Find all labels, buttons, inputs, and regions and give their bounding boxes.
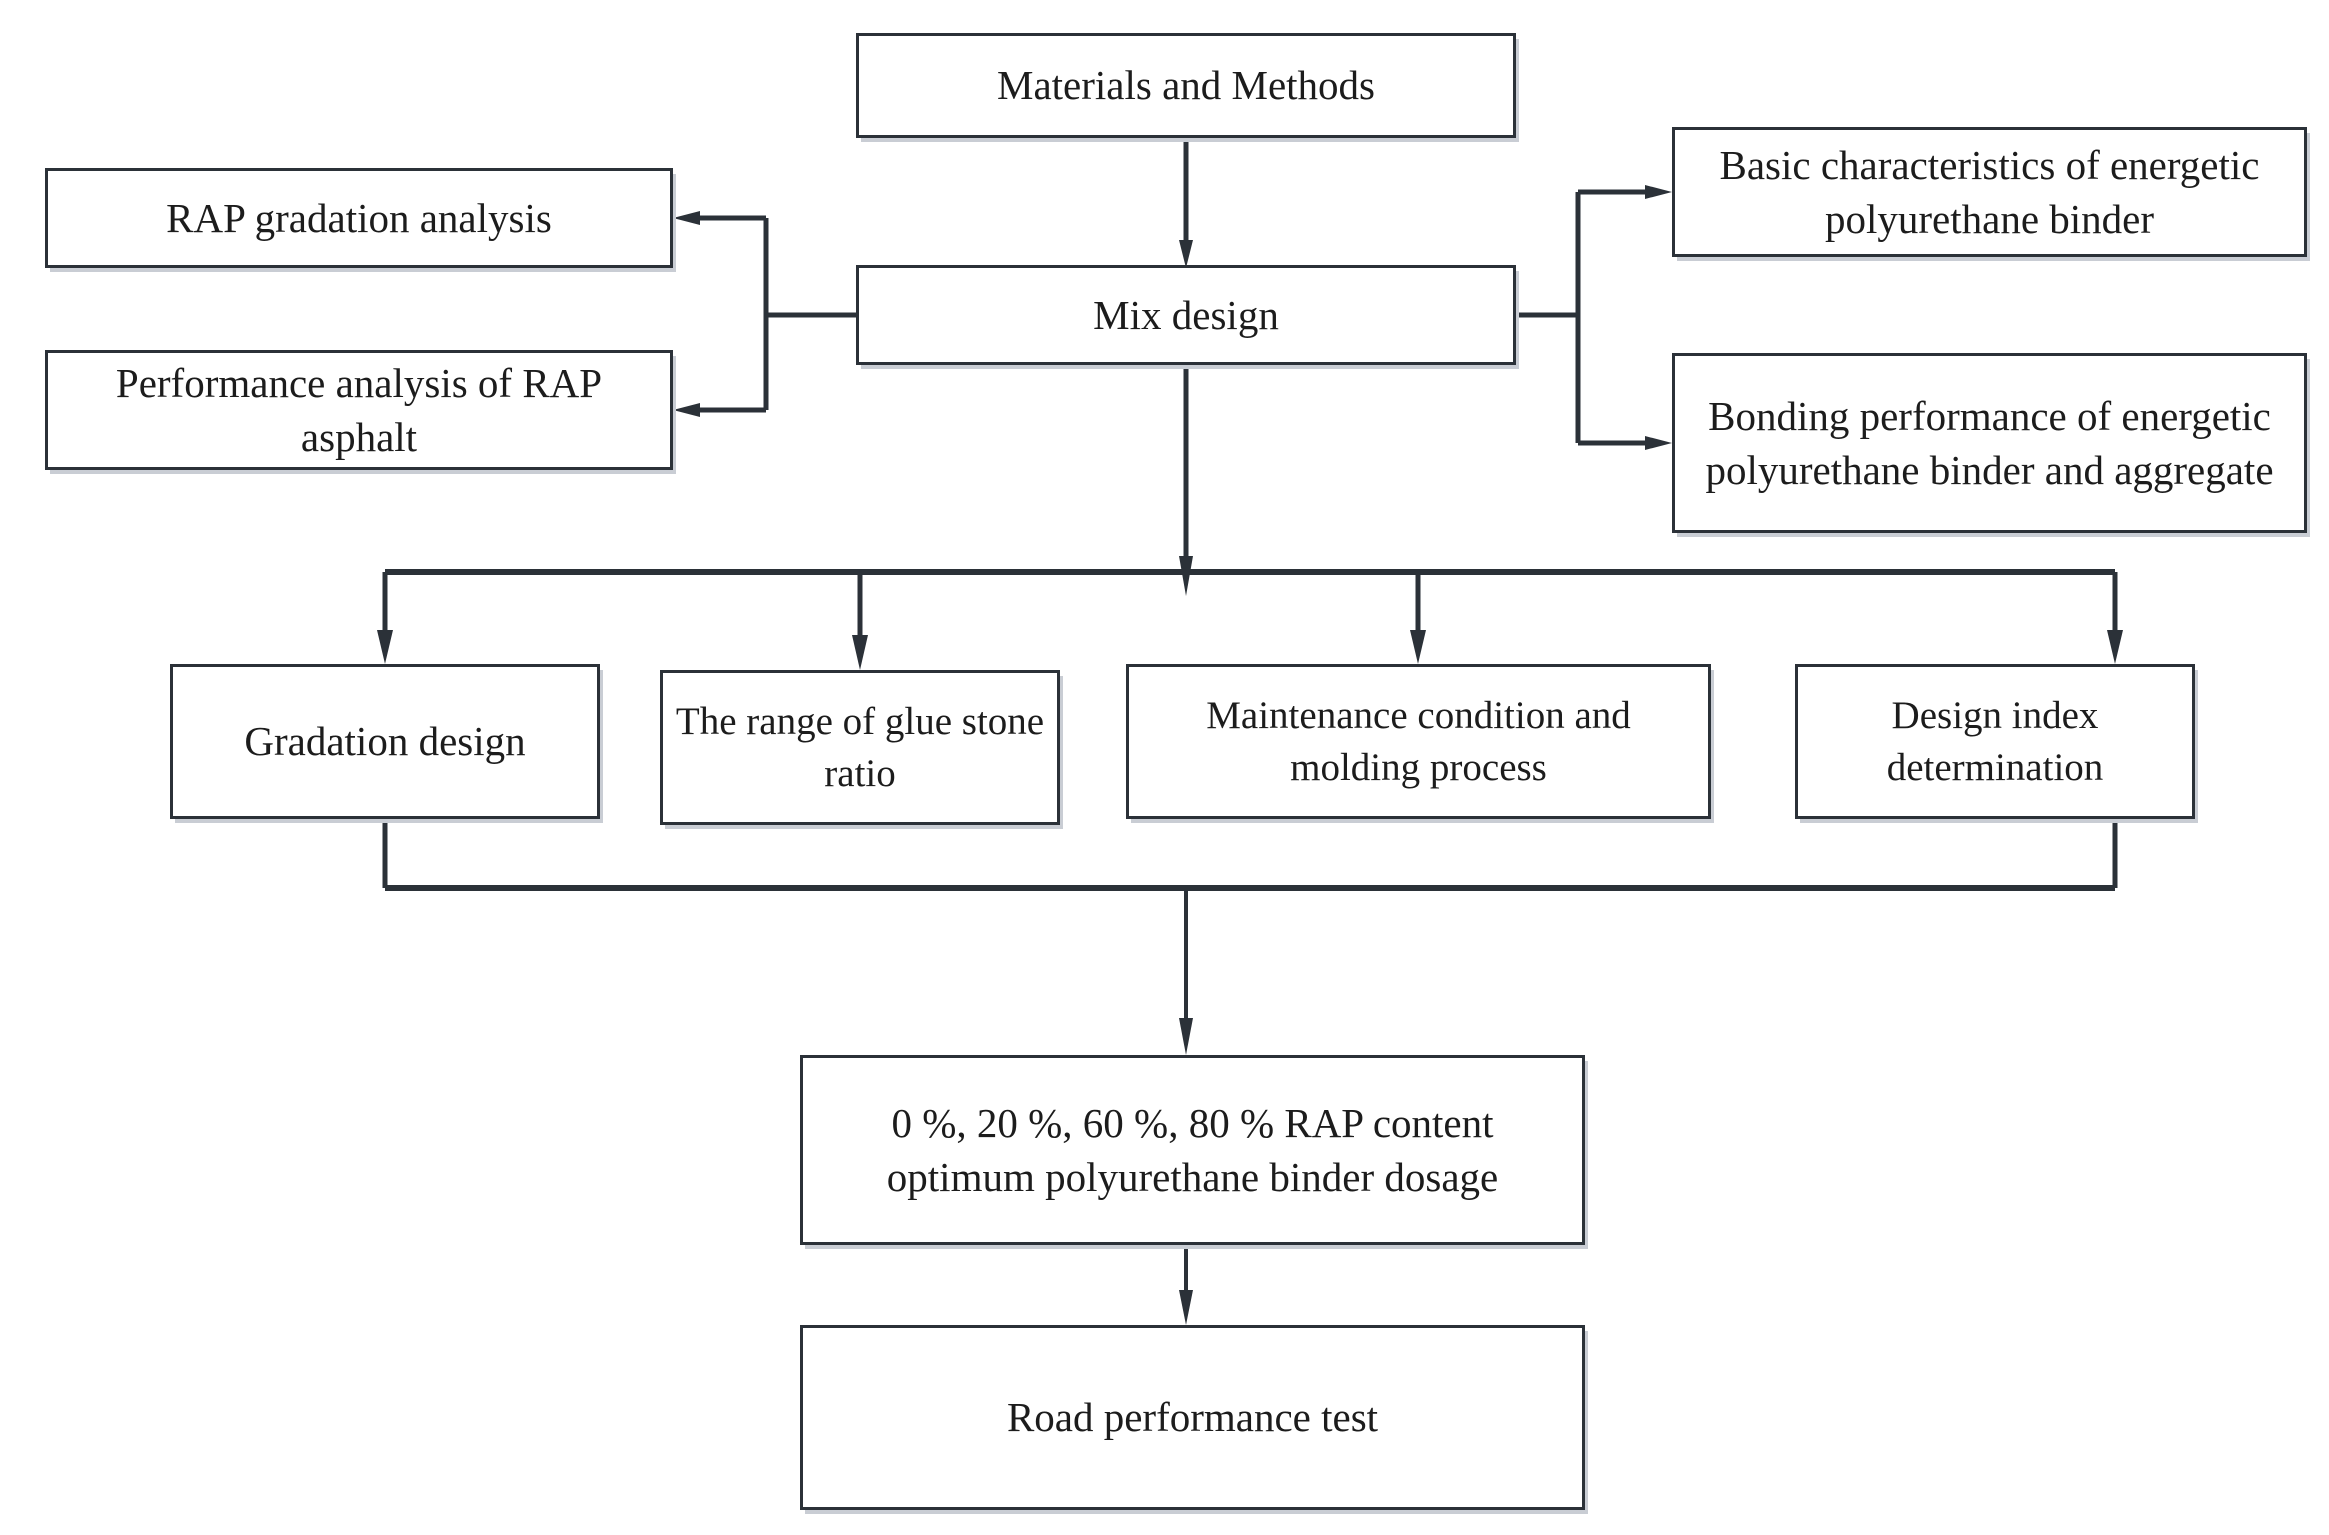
node-maintenance-condition-and-molding-process[interactable]: Maintenance condition and molding proces…	[1126, 664, 1711, 819]
node-label: Road performance test	[1006, 1394, 1379, 1441]
node-label: Performance analysis of RAP asphalt	[115, 359, 603, 460]
node-design-index-determination[interactable]: Design index determination	[1795, 664, 2195, 819]
node-road-performance-test[interactable]: Road performance test	[800, 1325, 1585, 1510]
node-label: Mix design	[1093, 291, 1279, 338]
node-mix-design[interactable]: Mix design	[856, 265, 1516, 365]
node-label: Design index determination	[1886, 694, 2104, 789]
node-the-range-of-glue-stone-ratio[interactable]: The range of glue stone ratio	[660, 670, 1060, 825]
node-materials-and-methods[interactable]: Materials and Methods	[856, 33, 1516, 138]
connector-mix-design-left-bus	[673, 211, 856, 417]
node-gradation-design[interactable]: Gradation design	[170, 664, 600, 819]
node-label: Gradation design	[244, 718, 526, 765]
node-label: RAP gradation analysis	[166, 194, 552, 241]
node-bonding-performance-of-energetic-polyurethane-binder-and-aggregate[interactable]: Bonding performance of energetic polyure…	[1672, 353, 2307, 533]
connector-rap-content-to-road-performance-test	[1179, 1245, 1193, 1325]
node-rap-gradation-analysis[interactable]: RAP gradation analysis	[45, 168, 673, 268]
node-label: The range of glue stone ratio	[675, 700, 1045, 795]
connector-materials-to-mix-design	[1179, 138, 1193, 268]
node-basic-characteristics-of-energetic-polyurethane-binder[interactable]: Basic characteristics of energetic polyu…	[1672, 127, 2307, 257]
node-label: Bonding performance of energetic polyure…	[1705, 392, 2274, 493]
node-rap-content-optimum-dosage[interactable]: 0 %, 20 %, 60 %, 80 % RAP content optimu…	[800, 1055, 1585, 1245]
node-label: 0 %, 20 %, 60 %, 80 % RAP content optimu…	[886, 1099, 1499, 1200]
connector-merge-bus-to-rap-content	[382, 819, 2118, 1055]
node-label: Basic characteristics of energetic polyu…	[1719, 141, 2260, 242]
connector-mix-design-right-bus	[1516, 185, 1672, 450]
node-performance-analysis-of-rap-asphalt[interactable]: Performance analysis of RAP asphalt	[45, 350, 673, 470]
node-label: Maintenance condition and molding proces…	[1206, 694, 1631, 789]
node-label: Materials and Methods	[996, 62, 1376, 109]
